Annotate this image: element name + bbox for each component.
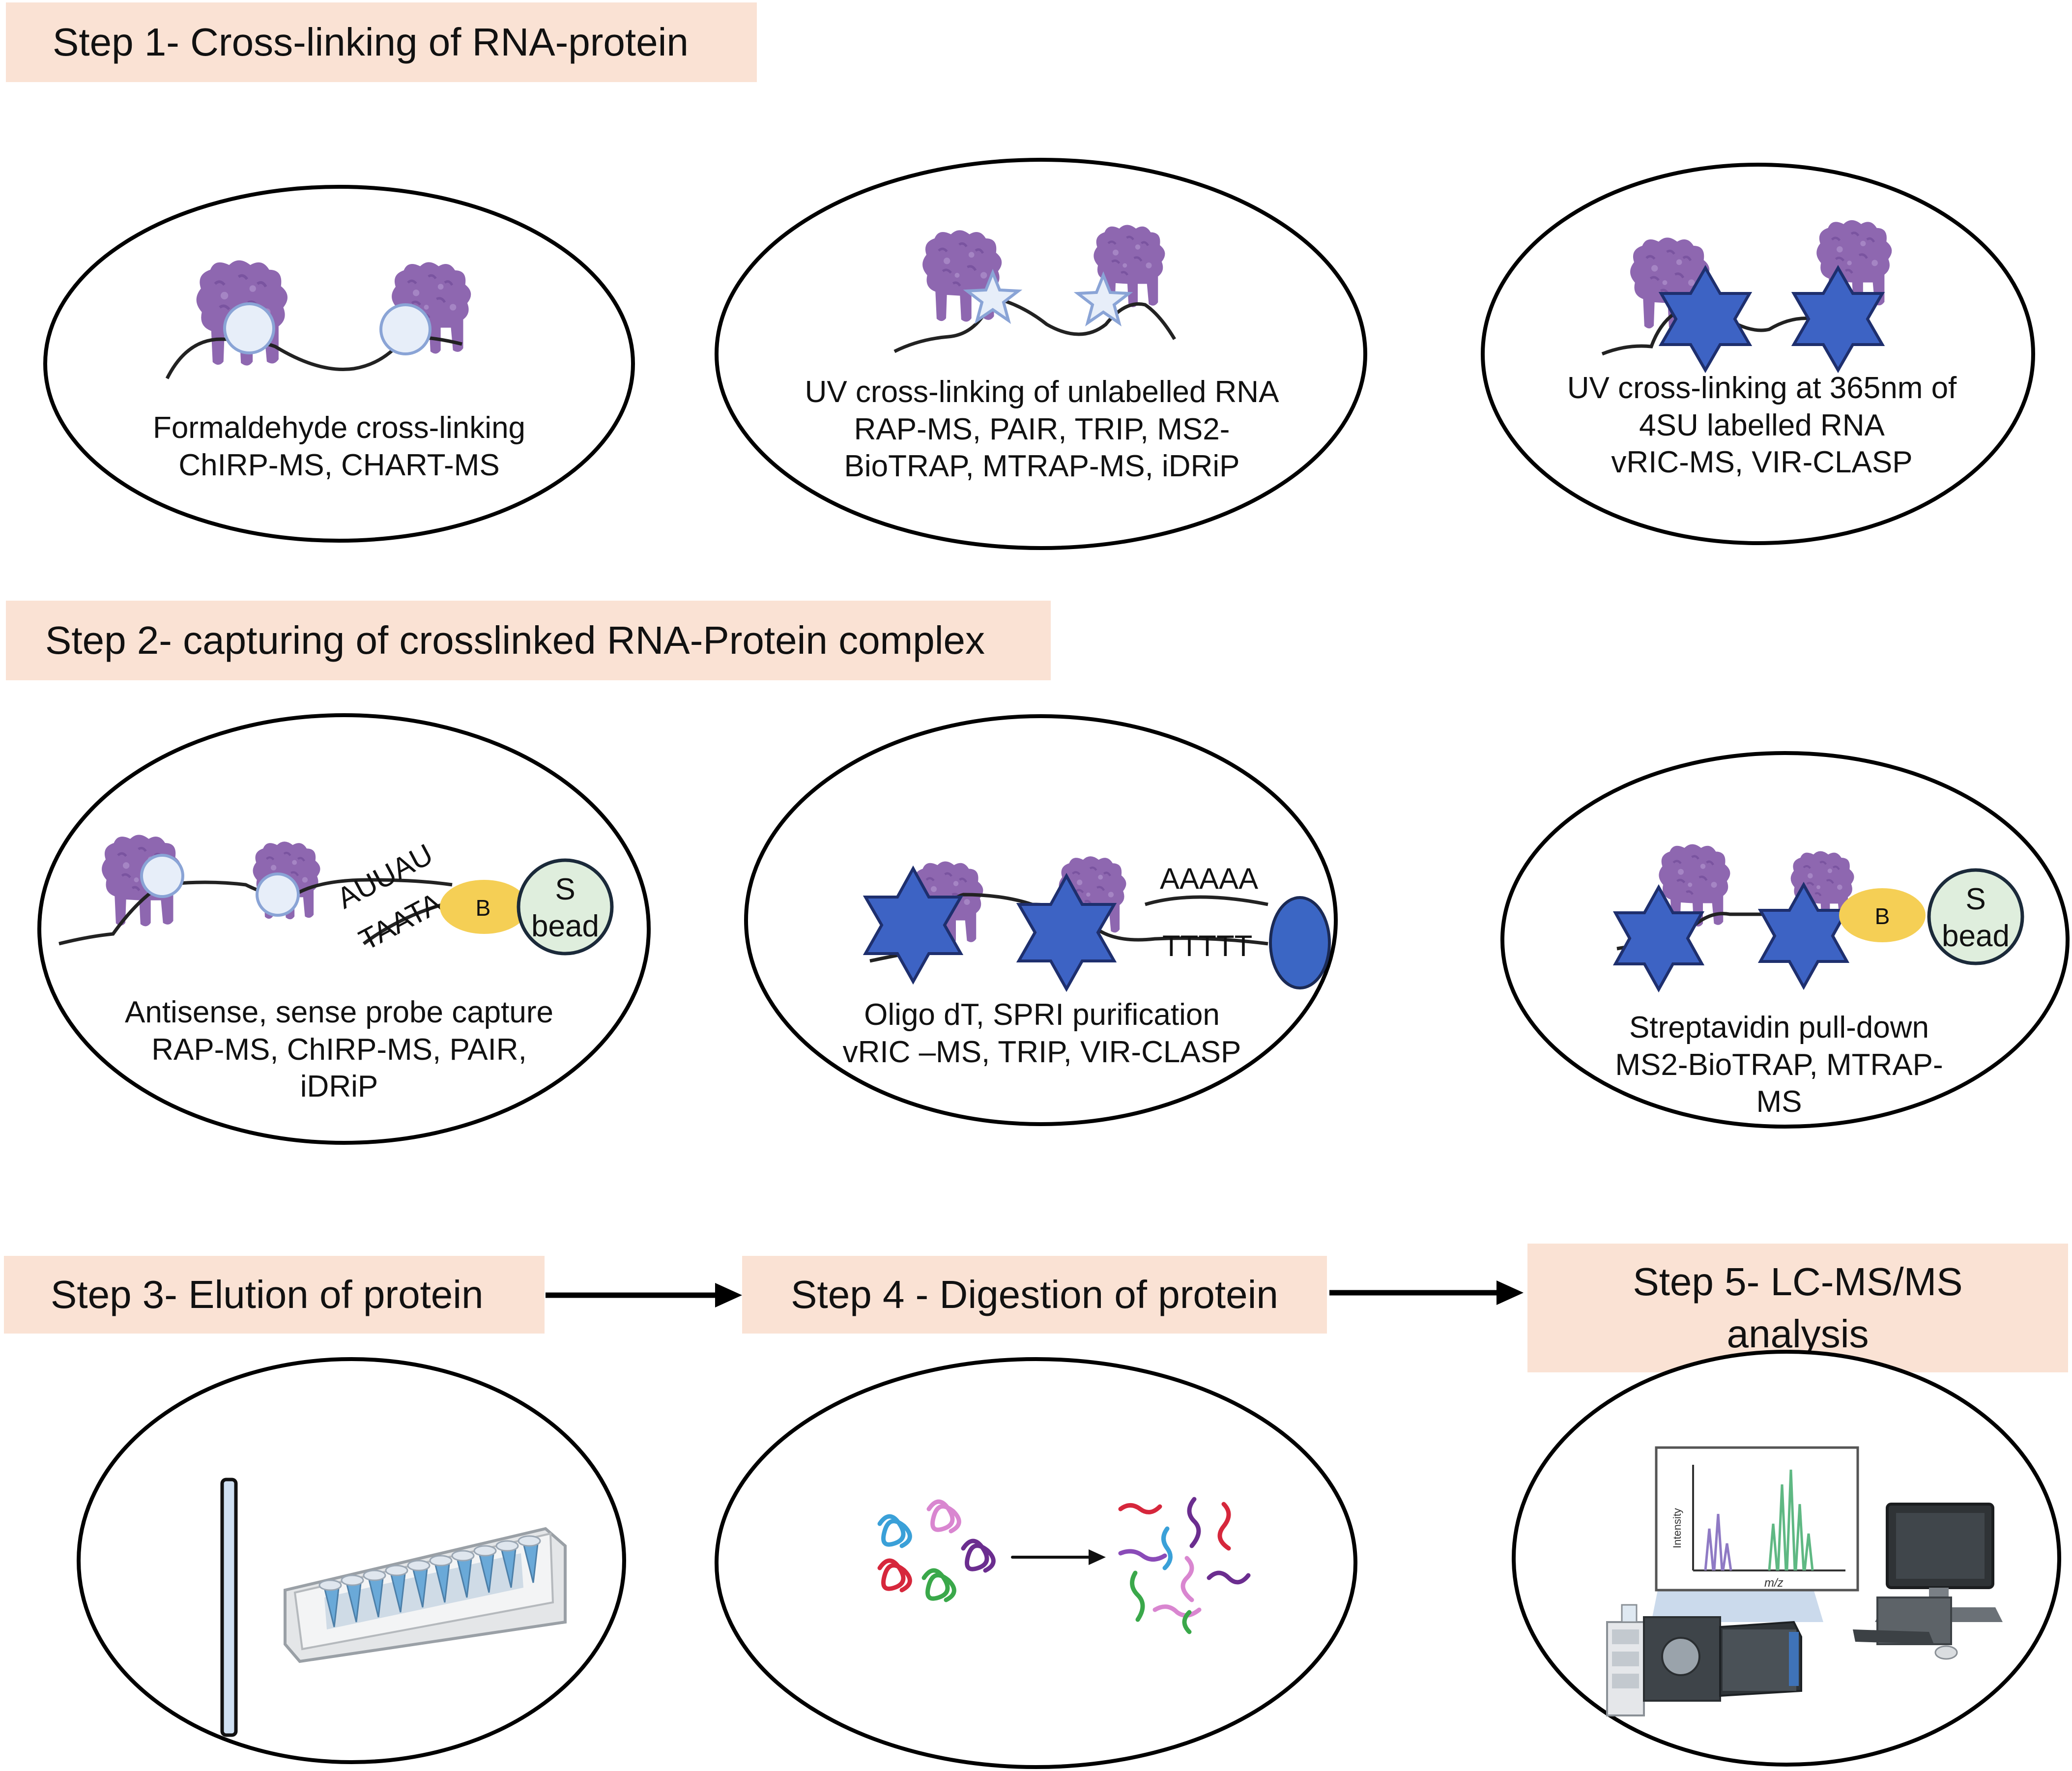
- step1-caption-formaldehyde: Formaldehyde cross-linking ChIRP-MS, CHA…: [93, 409, 585, 484]
- lc-instrument-icon: [1606, 1604, 1721, 1716]
- streptavidin-bead-icon: [1927, 868, 2024, 965]
- caption-line: 4SU labelled RNA: [1639, 408, 1885, 442]
- biotin-label: B: [1875, 903, 1890, 929]
- step2-label: Step 2- capturing of crosslinked RNA-Pro…: [6, 601, 1051, 680]
- bead-label: bead: [531, 909, 599, 943]
- step5-artwork: Intensity m/z: [1606, 1446, 2003, 1716]
- caption-line: UV cross-linking of unlabelled RNA: [805, 375, 1279, 409]
- arrow-step4-to-step5: [1329, 1280, 1524, 1305]
- blue-star-icon: [1016, 872, 1117, 992]
- step2-label-text: Step 2- capturing of crosslinked RNA-Pro…: [45, 618, 985, 662]
- caption-line: Streptavidin pull-down: [1629, 1011, 1929, 1045]
- oligo-dt-sequence: TTTTT: [1162, 929, 1252, 962]
- step1-ellipse-uv-unlabelled: [715, 158, 1367, 550]
- step2-caption-streptavidin: Streptavidin pull-down MS2-BioTRAP, MTRA…: [1533, 1009, 2025, 1121]
- poly-a-sequence: AAAAA: [1160, 862, 1258, 895]
- step1-caption-uv-4su: UV cross-linking at 365nm of 4SU labelle…: [1524, 370, 2000, 481]
- column-icon: [220, 1478, 238, 1737]
- bead-s-label: S: [555, 872, 575, 906]
- computer-icon: [1853, 1503, 2003, 1660]
- caption-line: Oligo dT, SPRI purification: [864, 998, 1220, 1032]
- digestion-arrow: [1011, 1549, 1106, 1565]
- step1-ellipse-uv-4su: [1481, 163, 2035, 545]
- caption-line: BioTRAP, MTRAP-MS, iDRiP: [844, 449, 1240, 484]
- caption-line: MS2-BioTRAP, MTRAP-: [1615, 1047, 1943, 1082]
- step5-label: Step 5- LC-MS/MS analysis: [1527, 1244, 2068, 1372]
- biotin-icon: [1839, 888, 1926, 942]
- caption-line: Antisense, sense probe capture: [125, 995, 553, 1029]
- crosslink-circle-icon: [223, 302, 275, 354]
- folded-protein-icons: [877, 1499, 996, 1602]
- step4-label-text: Step 4 - Digestion of protein: [791, 1273, 1278, 1316]
- caption-line: RAP-MS, ChIRP-MS, PAIR,: [151, 1032, 527, 1067]
- step5-label-line1: Step 5- LC-MS/MS: [1633, 1260, 1963, 1304]
- step4-artwork: [877, 1497, 1251, 1634]
- crosslink-circle-icon: [379, 303, 432, 355]
- caption-line: Formaldehyde cross-linking: [152, 411, 526, 445]
- spectrum-y-axis-label: Intensity: [1671, 1508, 1683, 1548]
- step2-c2-artwork: AAAAA TTTTT: [863, 856, 1331, 992]
- bead-label: bead: [1942, 919, 2010, 953]
- blue-star-icon: [1791, 264, 1885, 374]
- step3-ellipse-elution: [77, 1357, 626, 1764]
- step3-label: Step 3- Elution of protein: [4, 1256, 545, 1334]
- caption-line: MS: [1756, 1085, 1802, 1119]
- mass-spectrum-chart: Intensity m/z: [1651, 1446, 1859, 1622]
- step1-caption-uv-unlabelled: UV cross-linking of unlabelled RNA RAP-M…: [767, 374, 1317, 485]
- blue-star-icon: [863, 865, 964, 985]
- step4-ellipse-digestion: [715, 1357, 1357, 1769]
- caption-line: iDRiP: [300, 1070, 378, 1104]
- crosslink-circle-icon: [256, 872, 300, 917]
- peptide-fragment-icons: [1118, 1497, 1251, 1634]
- caption-line: vRIC –MS, TRIP, VIR-CLASP: [842, 1035, 1241, 1069]
- oligo-dt-bead-icon: [1269, 896, 1331, 989]
- blue-star-icon: [1658, 264, 1753, 374]
- arrow-step3-to-step4: [546, 1283, 742, 1307]
- caption-line: ChIRP-MS, CHART-MS: [178, 448, 500, 482]
- step1-c2-artwork: [893, 225, 1177, 353]
- tube-rack-icon: [284, 1527, 567, 1663]
- caption-line: vRIC-MS, VIR-CLASP: [1611, 445, 1913, 480]
- step1-label: Step 1- Cross-linking of RNA-protein: [6, 2, 757, 82]
- step1-ellipse-formaldehyde: [43, 185, 635, 543]
- caption-line: RAP-MS, PAIR, TRIP, MS2-: [854, 412, 1230, 446]
- step2-c1-artwork: AUUAU TAATA B S bead: [58, 835, 614, 957]
- step2-c3-artwork: B S bead: [1612, 844, 2024, 993]
- crosslink-circle-icon: [140, 854, 184, 898]
- step2-caption-oligo-dt: Oligo dT, SPRI purification vRIC –MS, TR…: [796, 996, 1288, 1071]
- blue-star-icon: [1612, 884, 1705, 993]
- step5-label-line2: analysis: [1727, 1312, 1869, 1356]
- step1-c3-artwork: [1601, 220, 1892, 374]
- mass-spectrometer-icon: [1719, 1621, 1802, 1697]
- step2-caption-probe-capture: Antisense, sense probe capture RAP-MS, C…: [93, 994, 585, 1105]
- streptavidin-bead-icon: [517, 858, 614, 956]
- step1-label-text: Step 1- Cross-linking of RNA-protein: [53, 20, 689, 64]
- biotin-icon: [440, 880, 528, 934]
- bead-s-label: S: [1965, 882, 1986, 916]
- white-star-icon: [963, 268, 1023, 324]
- step3-artwork: [220, 1478, 567, 1737]
- step1-c1-artwork: [165, 261, 471, 379]
- caption-line: UV cross-linking at 365nm of: [1567, 371, 1957, 405]
- white-star-icon: [1073, 271, 1133, 327]
- step3-label-text: Step 3- Elution of protein: [51, 1273, 484, 1316]
- step2-ellipse-probe-capture: [37, 713, 651, 1145]
- spectrum-x-axis-label: m/z: [1764, 1576, 1784, 1590]
- step4-label: Step 4 - Digestion of protein: [742, 1256, 1327, 1334]
- biotin-label: B: [476, 895, 491, 921]
